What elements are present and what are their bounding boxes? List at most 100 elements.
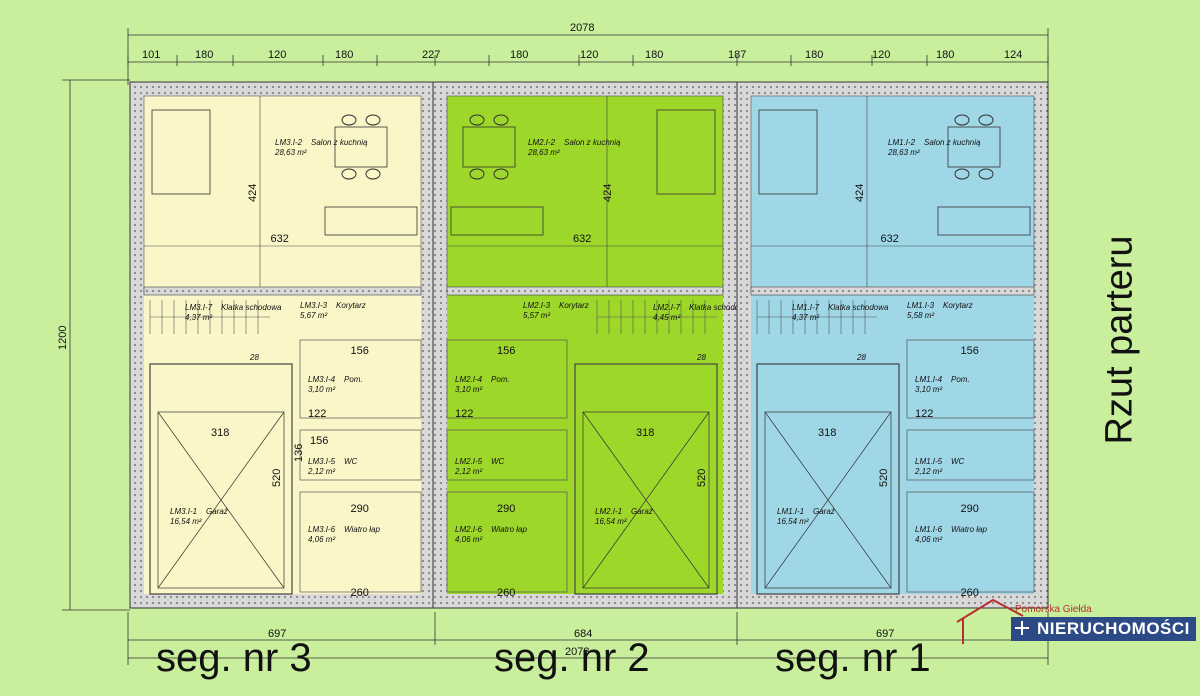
wiatrolap-room <box>299 491 422 593</box>
wiatrolap-label-area: 4,06 m² <box>915 535 942 544</box>
wc-label-code: LM2.I-5 <box>455 457 483 466</box>
pom-room <box>906 339 1035 419</box>
pom-label-area: 3,10 m² <box>455 385 482 394</box>
dim-318: 318 <box>636 427 654 439</box>
garaz-label-name: Garaż <box>813 507 835 516</box>
garage-cross-b <box>582 411 710 589</box>
wiatrolap-label-name: Wiatro łap <box>344 525 380 534</box>
wiatrolap-label-name: Wiatro łap <box>491 525 527 534</box>
salon-label-code: LM3.I-2 <box>275 138 303 147</box>
dim-156b: 156 <box>310 435 328 447</box>
table-icon <box>947 126 1001 168</box>
garage-room <box>756 363 900 595</box>
salon-wall <box>143 286 422 296</box>
plan-title: Rzut parteru <box>1090 195 1150 485</box>
house-outline-icon <box>956 598 1024 644</box>
wc-label-code: LM1.I-5 <box>915 457 943 466</box>
dim-290: 290 <box>497 503 515 515</box>
plan-title-text: Rzut parteru <box>1098 235 1141 445</box>
logo-top-text: Pomorska Giełda <box>1015 604 1092 615</box>
dim-156: 156 <box>961 345 979 357</box>
salon-label-name: Salon z kuchnią <box>924 138 981 147</box>
chair-icon <box>493 114 509 126</box>
dim-top-0: 101 <box>142 49 160 61</box>
salon-wall <box>446 286 724 296</box>
dim-bottom-seg2: 684 <box>574 628 592 640</box>
left-dimension <box>62 79 130 611</box>
logo: Pomorska Giełda NIERUCHOMOŚCI <box>955 588 1196 650</box>
dim-top-2: 120 <box>268 49 286 61</box>
dim-top-1: 180 <box>195 49 213 61</box>
garaz-label-area: 16,54 m² <box>777 517 809 526</box>
segment-label-1: seg. nr 1 <box>775 636 931 680</box>
chair-icon <box>365 168 381 180</box>
garaz-label-name: Garaż <box>206 507 228 516</box>
salon-label-name: Salon z kuchnią <box>564 138 621 147</box>
korytarz-label-area: 5,58 m² <box>907 311 934 320</box>
wc-label-name: WC <box>951 457 965 466</box>
dim-top-10: 120 <box>872 49 890 61</box>
dim-156: 156 <box>351 345 369 357</box>
chair-icon <box>341 168 357 180</box>
garaz-label-code: LM1.I-1 <box>777 507 804 516</box>
pom-label-name: Pom. <box>491 375 510 384</box>
dim-top-11: 180 <box>936 49 954 61</box>
wc-label-code: LM3.I-5 <box>308 457 336 466</box>
counter-icon <box>937 206 1031 236</box>
garage-cross-b <box>764 411 892 589</box>
klatka-label-area: 4,45 m² <box>653 313 680 322</box>
pom-label-area: 3,10 m² <box>915 385 942 394</box>
salon-label-code: LM1.I-2 <box>888 138 916 147</box>
sofa-icon <box>758 109 818 195</box>
pom-label-name: Pom. <box>951 375 970 384</box>
wiatrolap-room <box>446 491 568 593</box>
dim-top-9: 180 <box>805 49 823 61</box>
dim-122: 122 <box>455 408 473 420</box>
korytarz-label-code: LM1.I-3 <box>907 301 935 310</box>
dim-156: 156 <box>497 345 515 357</box>
klatka-label-area: 4,37 m² <box>792 313 819 322</box>
dim-260: 260 <box>961 587 979 599</box>
wc-room <box>446 429 568 481</box>
wc-room <box>906 429 1035 481</box>
wiatrolap-room <box>906 491 1035 593</box>
stairs-label: 28 <box>856 353 866 362</box>
counter-icon <box>324 206 418 236</box>
salon-label-area: 28,63 m² <box>887 148 920 157</box>
wc-room <box>299 429 422 481</box>
stairs-label: 28 <box>249 353 259 362</box>
chair-icon <box>365 114 381 126</box>
bottom-dimension-lines <box>127 612 1049 665</box>
dim-136: 136 <box>293 444 305 462</box>
salon-label-name: Salon z kuchnią <box>311 138 368 147</box>
chair-icon <box>493 168 509 180</box>
dim-total-bottom: 2078 <box>565 646 589 658</box>
dim-top-12: 124 <box>1004 49 1022 61</box>
wiatrolap-label-area: 4,06 m² <box>455 535 482 544</box>
logo-main-label: NIERUCHOMOŚCI <box>1037 619 1190 638</box>
dim-260: 260 <box>351 587 369 599</box>
chair-icon <box>469 114 485 126</box>
dim-bottom-seg3: 697 <box>268 628 286 640</box>
dim-290: 290 <box>351 503 369 515</box>
sofa-icon <box>151 109 211 195</box>
korytarz-label-name: Korytarz <box>336 301 366 310</box>
wiatrolap-label-code: LM1.I-6 <box>915 525 943 534</box>
dim-top-7: 180 <box>645 49 663 61</box>
korytarz-label-code: LM2.I-3 <box>523 301 551 310</box>
garaz-label-area: 16,54 m² <box>170 517 202 526</box>
garage-door-outline <box>582 411 710 589</box>
dim-520: 520 <box>878 469 890 487</box>
dim-top-5: 180 <box>510 49 528 61</box>
wiatrolap-label-name: Wiatro łap <box>951 525 987 534</box>
chair-icon <box>954 114 970 126</box>
chair-icon <box>978 114 994 126</box>
dim-total-top: 2078 <box>570 22 594 34</box>
salon-wall <box>750 286 1035 296</box>
pom-room <box>299 339 422 419</box>
wiatrolap-label-code: LM3.I-6 <box>308 525 336 534</box>
dim-260: 260 <box>497 587 515 599</box>
dim-290: 290 <box>961 503 979 515</box>
